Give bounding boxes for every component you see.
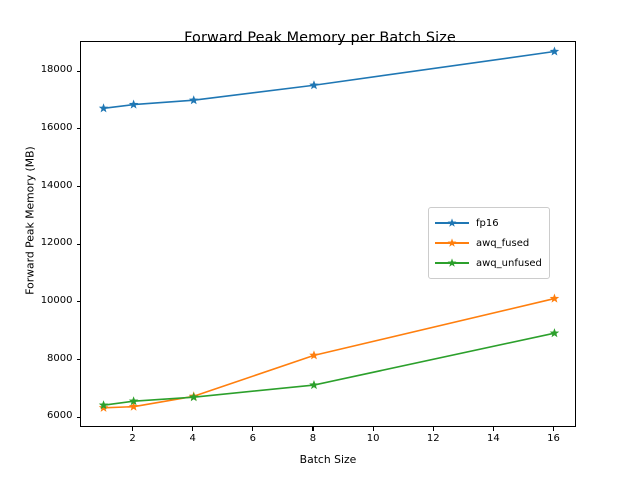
legend-label: awq_fused xyxy=(476,237,530,249)
x-tick-mark xyxy=(192,427,194,431)
x-tick-mark xyxy=(252,427,254,431)
x-tick-label: 8 xyxy=(309,433,317,444)
x-tick-label: 2 xyxy=(129,433,136,444)
plot-area xyxy=(80,41,576,427)
x-tick-mark xyxy=(372,427,374,431)
star-icon xyxy=(447,218,457,227)
series-fp16 xyxy=(98,46,560,113)
x-tick-mark xyxy=(432,427,434,431)
x-tick-label: 10 xyxy=(366,433,380,444)
y-tick-label: 6000 xyxy=(47,410,73,422)
legend: fp16 awq_fused awq_unfused xyxy=(428,207,550,279)
legend-swatch xyxy=(435,237,469,249)
x-tick-mark xyxy=(552,427,554,431)
x-tick-label: 4 xyxy=(189,433,196,444)
star-icon xyxy=(447,238,457,247)
legend-label: awq_unfused xyxy=(476,257,542,269)
legend-swatch xyxy=(435,257,469,269)
data-point-marker xyxy=(98,402,109,412)
series-line xyxy=(102,297,556,409)
x-axis-label: Batch Size xyxy=(299,453,357,466)
legend-item-awq_unfused[interactable]: awq_unfused xyxy=(435,253,542,273)
data-point-marker xyxy=(549,293,560,303)
y-tick-mark xyxy=(76,359,80,361)
series-layer xyxy=(98,46,560,412)
data-point-marker xyxy=(309,80,319,90)
y-tick-label: 8000 xyxy=(47,352,73,364)
y-tick-mark xyxy=(76,128,80,130)
x-tick-label: 6 xyxy=(249,433,257,444)
y-tick-label: 14000 xyxy=(40,179,73,191)
legend-swatch xyxy=(435,217,469,229)
chart-title: Forward Peak Memory per Batch Size xyxy=(184,30,456,46)
y-tick-mark xyxy=(76,416,80,418)
x-tick-mark xyxy=(492,427,494,431)
x-tick-label: 14 xyxy=(486,433,500,444)
x-tick-mark xyxy=(312,427,314,431)
data-point-marker xyxy=(549,328,560,338)
series-line xyxy=(102,332,556,407)
star-icon xyxy=(447,258,457,267)
y-tick-mark xyxy=(76,186,80,188)
x-tick-label: 12 xyxy=(426,433,440,444)
x-tick-mark xyxy=(132,427,134,431)
series-line xyxy=(102,50,556,110)
y-tick-label: 12000 xyxy=(40,237,73,249)
y-tick-mark xyxy=(76,243,80,245)
y-axis-label: Forward Peak Memory (MB) xyxy=(23,146,37,295)
y-tick-label: 18000 xyxy=(40,64,73,76)
data-point-marker xyxy=(188,95,199,105)
y-tick-label: 16000 xyxy=(40,121,73,133)
legend-item-fp16[interactable]: fp16 xyxy=(435,213,542,233)
data-point-marker xyxy=(128,99,139,109)
legend-item-awq_fused[interactable]: awq_fused xyxy=(435,233,542,253)
data-point-marker xyxy=(128,401,139,411)
data-point-marker xyxy=(549,46,560,56)
data-point-marker xyxy=(98,103,109,113)
series-awq_unfused xyxy=(98,328,560,410)
legend-label: fp16 xyxy=(476,217,499,229)
y-tick-label: 10000 xyxy=(40,294,73,306)
series-awq_fused xyxy=(98,293,560,412)
x-tick-label: 16 xyxy=(547,433,560,444)
y-tick-mark xyxy=(76,301,80,303)
data-point-marker xyxy=(98,400,109,410)
data-point-marker xyxy=(309,350,319,360)
data-point-marker xyxy=(188,392,199,402)
y-tick-mark xyxy=(76,70,80,72)
data-point-marker xyxy=(128,396,139,406)
data-point-marker xyxy=(309,380,319,390)
